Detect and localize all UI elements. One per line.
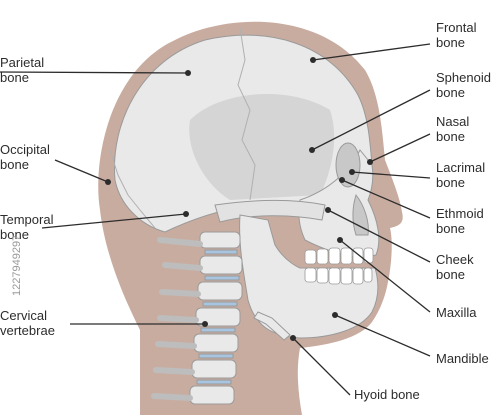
leader-hyoid	[292, 337, 351, 396]
label-ethmoid-bone: Ethmoid bone	[436, 206, 484, 236]
label-maxilla: Maxilla	[436, 305, 477, 320]
leader-temporal	[41, 213, 187, 229]
leader-lacrimal	[351, 171, 431, 179]
watermark-id: 1227949297	[11, 234, 23, 296]
temporal-shade	[189, 93, 335, 200]
orbit	[335, 142, 361, 188]
lower-teeth	[304, 267, 373, 285]
leader-dots	[105, 57, 373, 341]
leader-maxilla	[339, 239, 431, 313]
upper-teeth	[304, 247, 374, 265]
lambdoid-suture	[109, 149, 156, 229]
label-parietal-bone: Parietal bone	[0, 55, 45, 85]
label-nasal-bone: Nasal bone	[436, 114, 470, 144]
cervical-spine	[151, 231, 243, 405]
leader-ethmoid	[341, 179, 431, 219]
label-lacrimal-bone: Lacrimal bone	[436, 160, 486, 190]
label-cervical-vertebrae: Cervical vertebrae	[0, 308, 55, 338]
label-frontal-bone: Frontal bone	[436, 20, 477, 50]
label-mandible: Mandible	[436, 351, 489, 366]
leader-nasal	[369, 133, 431, 163]
leader-occipital	[54, 159, 109, 183]
label-cheek-bone: Cheek bone	[436, 252, 474, 282]
coronal-suture	[237, 27, 256, 201]
leader-cheek	[327, 209, 431, 263]
label-hyoid-bone: Hyoid bone	[354, 387, 420, 402]
label-occipital-bone: Occipital bone	[0, 142, 50, 172]
hyoid	[253, 311, 291, 341]
label-temporal-bone: Temporal bone	[0, 212, 54, 242]
leader-sphenoid	[311, 89, 431, 151]
leader-lines	[0, 43, 431, 396]
label-sphenoid-bone: Sphenoid bone	[436, 70, 491, 100]
leader-frontal	[312, 43, 431, 61]
leader-parietal	[0, 71, 189, 74]
leader-mandible	[334, 314, 431, 357]
